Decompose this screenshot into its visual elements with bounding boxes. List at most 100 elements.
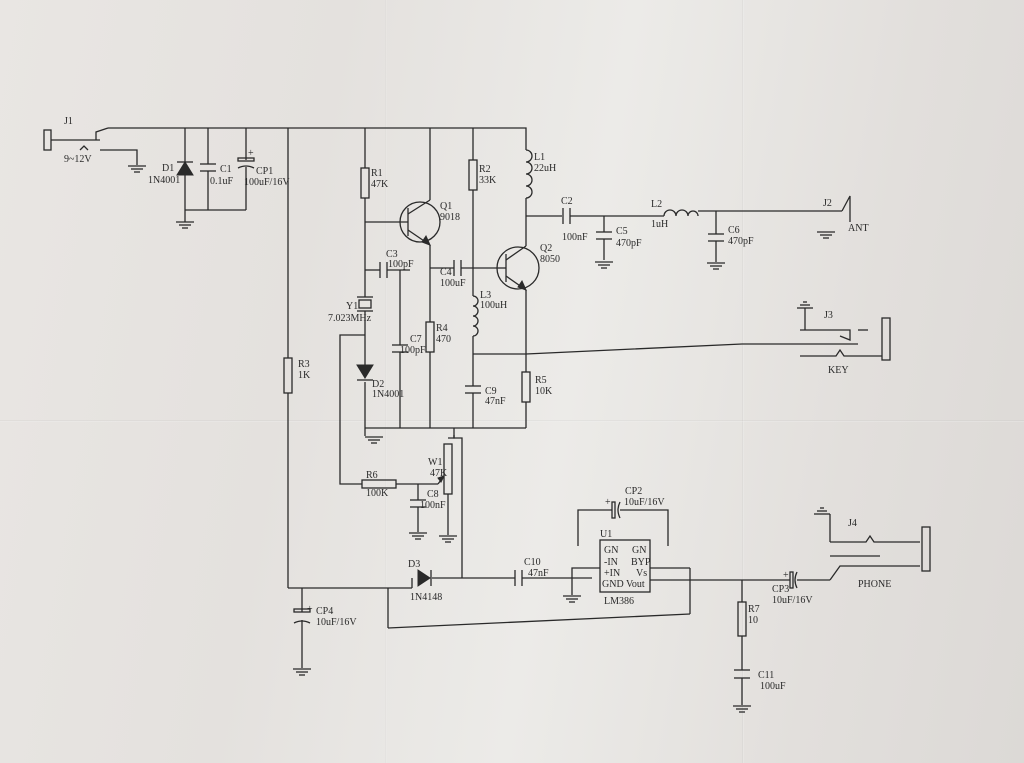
paper-fold-vertical-left (385, 0, 387, 763)
u1-pin-gn-right: GN (632, 545, 646, 556)
c6-value-label: 470pF (728, 236, 754, 247)
ground-icon (732, 705, 752, 713)
ground-icon (796, 301, 814, 309)
q1-emitter-arrow-icon (421, 234, 431, 246)
c6-capacitor (708, 233, 724, 242)
c4-label: C4 (440, 267, 452, 278)
cp2-label: CP2 (625, 486, 642, 497)
cp1-capacitor (237, 157, 255, 169)
ground-icon (438, 535, 458, 543)
j1-label: J1 (64, 116, 73, 127)
c10-label: C10 (524, 557, 541, 568)
c5-capacitor (596, 231, 612, 240)
ground-symbols (127, 165, 836, 713)
l1-value-label: 22uH (534, 163, 556, 174)
c9-value-label: 47nF (485, 396, 506, 407)
w1-potentiometer (437, 443, 453, 495)
cp1-plus-sign: + (248, 148, 254, 159)
j3-key-jack (800, 308, 891, 361)
r4-resistor (425, 321, 435, 353)
q1-label: Q1 (440, 201, 452, 212)
phone-label: PHONE (858, 579, 891, 590)
r5-label: R5 (535, 375, 547, 386)
c11-capacitor (734, 669, 750, 679)
q1-part-label: 9018 (440, 212, 460, 223)
y1-label: Y1 (346, 301, 358, 312)
u1-pin-vs: Vs (636, 568, 647, 579)
c8-capacitor (410, 499, 426, 508)
c5-label: C5 (616, 226, 628, 237)
c6-label: C6 (728, 225, 740, 236)
c7-capacitor (392, 344, 408, 353)
ground-icon (292, 668, 312, 676)
ground-icon (813, 507, 831, 515)
c5-value-label: 470pF (616, 238, 642, 249)
c3-capacitor (379, 262, 388, 278)
ground-icon (594, 261, 614, 269)
l1-inductor (525, 149, 533, 199)
paper-fold-horizontal (0, 420, 1024, 422)
q2-label: Q2 (540, 243, 552, 254)
ground-icon (706, 262, 726, 270)
l2-inductor (663, 209, 699, 217)
cp3-value-label: 10uF/16V (772, 595, 813, 606)
ground-icon (562, 595, 582, 603)
cp2-value-label: 10uF/16V (624, 497, 665, 508)
j4-label: J4 (848, 518, 857, 529)
paper-fold-vertical (742, 0, 744, 763)
c8-label: C8 (427, 489, 439, 500)
cp1-label: CP1 (256, 166, 273, 177)
ground-icon (364, 436, 384, 444)
ground-icon (175, 221, 195, 229)
c1-capacitor (200, 163, 216, 172)
l3-inductor (472, 295, 479, 337)
c7-value-label: 100pF (400, 345, 426, 356)
cp4-value-label: 10uF/16V (316, 617, 357, 628)
j2-label: J2 (823, 198, 832, 209)
d2-label: D2 (372, 379, 384, 390)
j4-phone-jack (829, 514, 931, 581)
cp4-capacitor (293, 608, 311, 624)
q2-emitter-arrow-icon (517, 279, 527, 291)
u1-lm386-chip (599, 539, 651, 593)
r5-resistor (521, 371, 531, 403)
r2-label: R2 (479, 164, 491, 175)
d1-part-label: 1N4001 (148, 175, 180, 186)
u1-pin-plus-in: +IN (604, 568, 620, 579)
u1-pin-byp: BYP (631, 557, 651, 568)
r4-label: R4 (436, 323, 448, 334)
c4-value-label: 100uF (440, 278, 466, 289)
l3-value-label: 100uH (480, 300, 507, 311)
ground-icon (408, 532, 428, 540)
u1-label: U1 (600, 529, 612, 540)
cp4-plus-sign: + (307, 604, 313, 615)
r6-label: R6 (366, 470, 378, 481)
w1-label: W1 (428, 457, 442, 468)
d3-label: D3 (408, 559, 420, 570)
lm386-label: LM386 (604, 596, 634, 607)
j3-label: J3 (824, 310, 833, 321)
u1-pin-minus-in: -IN (604, 557, 618, 568)
cp2-capacitor (611, 501, 621, 519)
d3-diode (417, 569, 432, 587)
r7-label: R7 (748, 604, 760, 615)
y1-value-label: 7.023MHz (328, 313, 372, 324)
d3-part-label: 1N4148 (410, 592, 442, 603)
r2-resistor (468, 159, 478, 191)
r7-value-label: 10 (748, 615, 758, 626)
c2-value-label: 100nF (562, 232, 588, 243)
r3-label: R3 (298, 359, 310, 370)
r1-label: R1 (371, 168, 383, 179)
c11-label: C11 (758, 670, 774, 681)
cp4-label: CP4 (316, 606, 333, 617)
c7-label: C7 (410, 334, 422, 345)
c2-label: C2 (561, 196, 573, 207)
r6-resistor (361, 479, 397, 489)
c3-label: C3 (386, 249, 398, 260)
r6-value-label: 100K (366, 488, 389, 499)
c10-value-label: 47nF (528, 568, 549, 579)
ground-icon (127, 165, 147, 173)
c11-value-label: 100uF (760, 681, 786, 692)
r1-resistor (360, 167, 370, 199)
r3-resistor (283, 357, 293, 394)
